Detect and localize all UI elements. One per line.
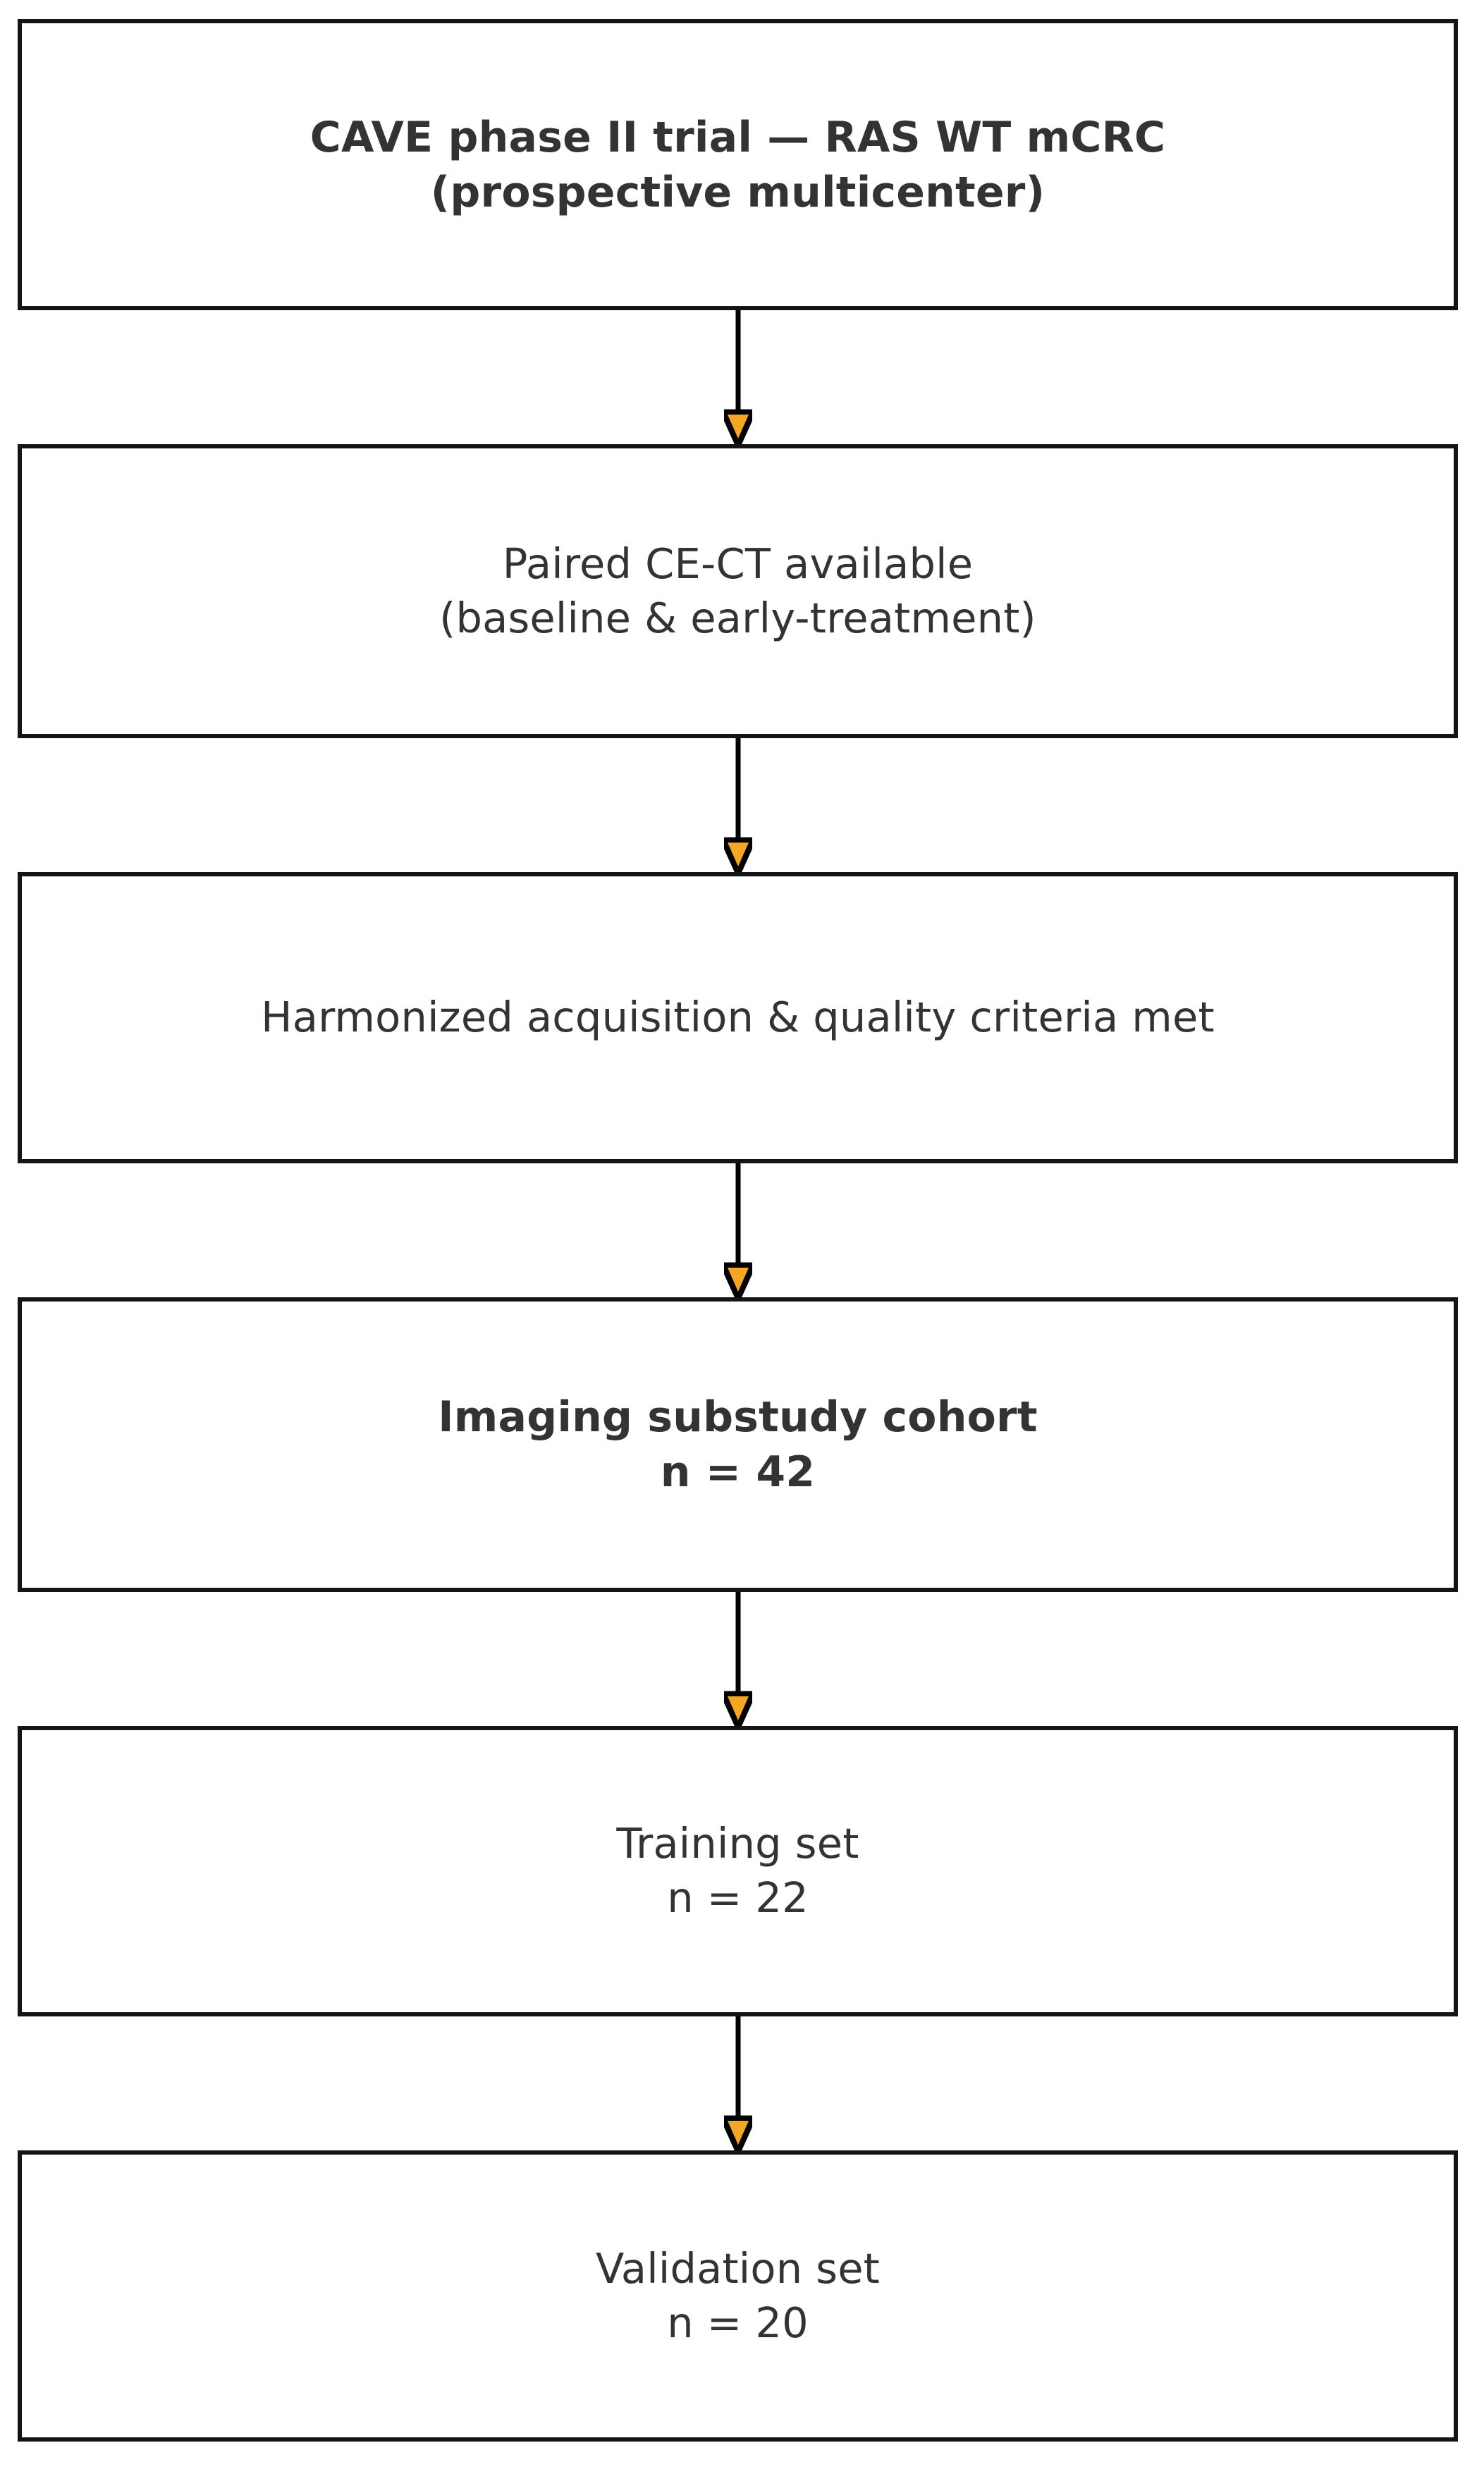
node-text-line: Imaging substudy cohort (438, 1392, 1038, 1442)
node-count-line: n = 22 (667, 1873, 809, 1922)
flow-edge-training-to-validation (724, 2016, 752, 2150)
flow-node-cave-trial[interactable]: CAVE phase II trial — RAS WT mCRC (prosp… (18, 19, 1458, 310)
flow-node-training-set[interactable]: Training set n = 22 (18, 1726, 1458, 2016)
node-text-line: Paired CE-CT available (502, 539, 974, 588)
node-text-line: Validation set (595, 2243, 881, 2293)
node-text-line: (baseline & early-treatment) (439, 593, 1036, 642)
node-count-line: n = 20 (667, 2298, 809, 2347)
node-text-line: (prospective multicenter) (430, 167, 1045, 217)
arrow-down-icon (724, 738, 752, 872)
arrow-down-icon (724, 1163, 752, 1297)
flow-node-validation-set[interactable]: Validation set n = 20 (18, 2150, 1458, 2442)
arrow-down-icon (724, 2016, 752, 2150)
flow-node-paired-ce-ct[interactable]: Paired CE-CT available (baseline & early… (18, 444, 1458, 738)
node-text-line: CAVE phase II trial — RAS WT mCRC (309, 112, 1166, 162)
node-text-line: Training set (616, 1819, 859, 1868)
arrow-down-icon (724, 310, 752, 444)
flow-node-harmonized-acquisition[interactable]: Harmonized acquisition & quality criteri… (18, 872, 1458, 1163)
arrow-down-icon (724, 1592, 752, 1726)
flow-edge-paired-ct-to-harmonized (724, 738, 752, 872)
flow-edge-harmonized-to-cohort (724, 1163, 752, 1297)
flow-edge-cohort-to-training (724, 1592, 752, 1726)
flow-edge-trial-to-paired-ct (724, 310, 752, 444)
flow-node-imaging-substudy-cohort[interactable]: Imaging substudy cohort n = 42 (18, 1297, 1458, 1592)
node-text-line: Harmonized acquisition & quality criteri… (261, 993, 1215, 1042)
node-count-line: n = 42 (660, 1447, 816, 1497)
